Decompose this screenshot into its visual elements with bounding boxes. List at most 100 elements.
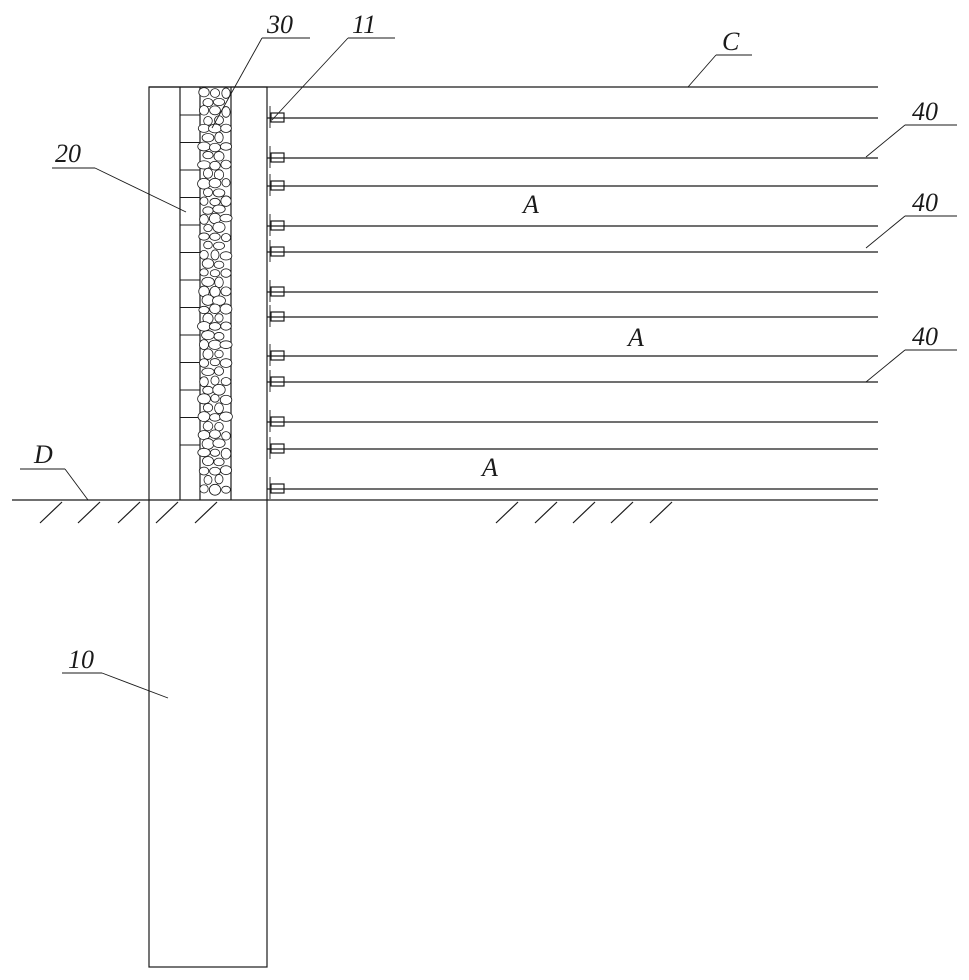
gravel-stone — [209, 448, 221, 457]
label-40-b: 40 — [912, 188, 938, 217]
gravel-stone — [209, 429, 221, 439]
gravel-stone — [202, 385, 214, 395]
leader-40-a — [865, 124, 906, 158]
gravel-stone — [209, 105, 221, 116]
gravel-stone — [199, 484, 209, 494]
gravel-stone — [212, 383, 226, 396]
gravel-stone — [208, 483, 222, 496]
gravel-stone — [219, 340, 233, 349]
label-40-c: 40 — [912, 322, 938, 351]
gravel-stone — [209, 413, 221, 422]
gravel-stone — [219, 411, 233, 422]
connector-11 — [270, 180, 285, 191]
gravel-stone — [209, 269, 221, 278]
gravel-stone — [208, 339, 222, 350]
gravel-stone — [219, 142, 233, 151]
gravel-stone — [209, 160, 221, 171]
gravel-stone — [198, 358, 210, 368]
gravel-stone — [214, 313, 224, 323]
gravel-stone — [209, 142, 221, 153]
gravel-stone — [210, 375, 220, 386]
label-30: 30 — [266, 10, 293, 39]
gravel-stone — [197, 177, 211, 190]
gravel-stone — [197, 123, 211, 133]
gravel-stone — [213, 260, 225, 269]
gravel-stone — [202, 421, 214, 432]
gravel-stone — [199, 214, 209, 225]
leader-40-b — [865, 215, 906, 249]
gravel-stone — [209, 466, 221, 476]
connector-11 — [270, 286, 285, 297]
connector-11 — [270, 220, 285, 231]
gravel-stone — [199, 376, 209, 388]
gravel-stone — [202, 151, 214, 160]
gravel-stone — [201, 330, 215, 340]
label-a-1: A — [521, 190, 539, 219]
gravel-stone — [212, 97, 226, 107]
gravel-stone — [219, 358, 233, 368]
gravel-stone — [221, 178, 231, 188]
gravel-stone — [202, 348, 214, 360]
leader-30 — [211, 37, 263, 129]
reinforcement-layers-40 — [267, 117, 878, 490]
hatch-mark — [117, 501, 141, 524]
label-c: C — [722, 27, 740, 56]
label-a-3: A — [480, 453, 498, 482]
hatch-mark — [495, 501, 519, 524]
gravel-stone — [203, 475, 213, 485]
gravel-stone — [210, 393, 220, 403]
hatch-mark — [649, 501, 673, 524]
gravel-stone — [197, 321, 211, 332]
leader-20 — [94, 167, 187, 213]
gravel-stone — [203, 167, 213, 179]
gravel-stone — [198, 232, 210, 241]
gravel-stone — [220, 123, 232, 133]
gravel-stone — [198, 466, 210, 476]
gravel-stone — [203, 240, 213, 250]
connector-11 — [270, 152, 285, 163]
connector-11 — [270, 483, 285, 494]
gravel-stone — [214, 349, 224, 359]
gravel-stone — [209, 232, 221, 241]
leader-10 — [101, 672, 169, 699]
label-a-2: A — [626, 323, 644, 352]
gravel-stone — [198, 87, 210, 98]
gravel-stone — [219, 251, 233, 261]
gravel-stone — [219, 303, 233, 315]
gravel-stone — [198, 305, 210, 314]
gravel-stone — [214, 115, 224, 125]
connector-11 — [270, 376, 285, 387]
gravel-stone — [203, 187, 213, 198]
hatch-mark — [572, 501, 596, 524]
connector-11 — [270, 311, 285, 322]
gravel-stone — [197, 141, 211, 152]
gravel-stone — [197, 447, 211, 458]
leader-40-c — [865, 349, 906, 383]
gravel-stone — [201, 367, 215, 376]
gravel-stone — [199, 249, 209, 260]
label-20: 20 — [55, 139, 81, 168]
hatch-mark — [610, 501, 634, 524]
gravel-stone — [199, 105, 209, 116]
gravel-stone — [214, 474, 224, 485]
gravel-stone — [209, 358, 221, 367]
gravel-stone — [201, 258, 215, 269]
label-d: D — [33, 440, 53, 469]
gravel-stone — [220, 321, 232, 331]
gravel-stone — [213, 457, 225, 467]
gravel-stone — [208, 123, 222, 134]
gravel-stone — [221, 87, 231, 99]
leader-c — [687, 54, 717, 88]
gravel-stone — [201, 276, 215, 287]
connector-11 — [270, 246, 285, 257]
label-11: 11 — [352, 10, 376, 39]
gravel-stone — [199, 196, 209, 206]
gravel-stone — [203, 224, 213, 233]
gravel-stone — [220, 286, 232, 297]
gravel-stone — [220, 159, 232, 170]
gravel-stone — [221, 485, 231, 494]
gravel-stone — [210, 249, 220, 261]
leader-d — [64, 468, 89, 501]
gravel-stone — [213, 151, 225, 162]
